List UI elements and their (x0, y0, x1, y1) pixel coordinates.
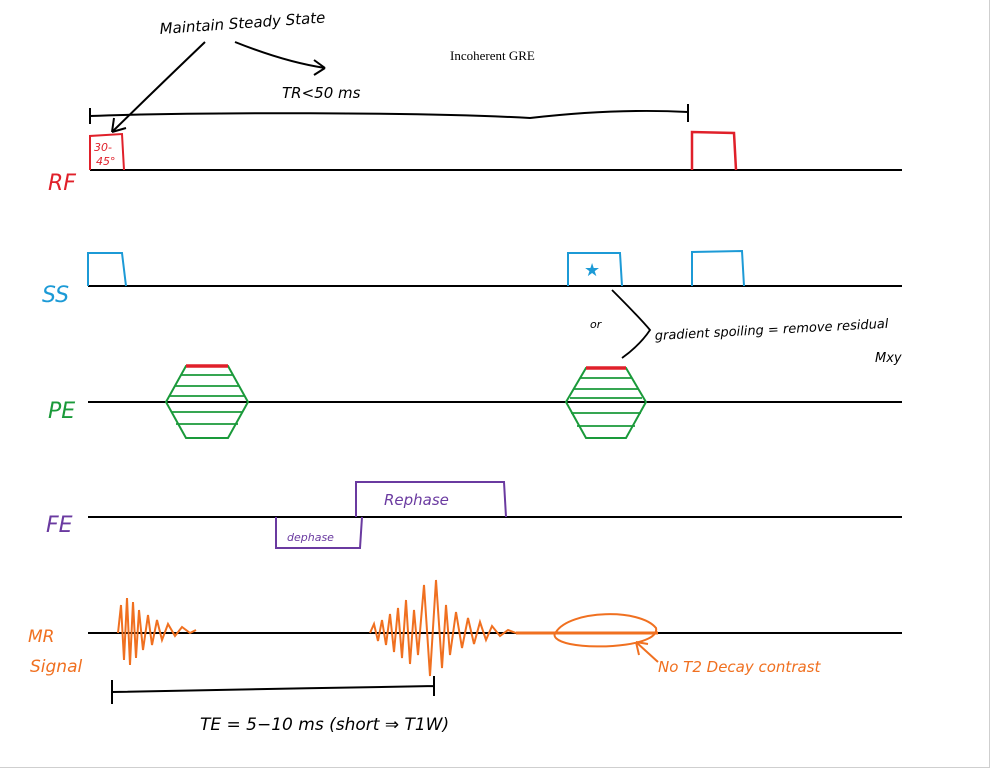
t2-decay-label: No T2 Decay contrast (658, 658, 821, 676)
rephase-label: Rephase (384, 491, 449, 509)
te-bracket (111, 676, 435, 704)
pe-row-label: PE (48, 399, 75, 424)
ss-row-label: SS (42, 283, 69, 308)
pe-rewinder-table (564, 366, 648, 439)
pe-table-1 (164, 364, 250, 439)
steady-state-label: Maintain Steady State (159, 8, 326, 38)
spoiler-star-icon: ★ (584, 260, 600, 281)
spoiling-label-2: Mxy (875, 351, 902, 366)
fe-dephase-lobe (275, 516, 363, 549)
flip-angle-label-1: 30- (94, 141, 112, 154)
fe-row-label: FE (46, 513, 73, 538)
flip-angle-label-2: 45° (96, 155, 116, 168)
tr-bracket (89, 104, 689, 124)
ss-gradient-2 (691, 249, 745, 287)
steady-state-arrow-rf (111, 41, 206, 133)
or-label: or (590, 318, 603, 331)
diagram-title: Incoherent GRE (450, 48, 535, 63)
spoiling-brace (611, 289, 652, 359)
t2-arrow (635, 641, 659, 663)
te-label: TE = 5−10 ms (short ⇒ T1W) (200, 715, 449, 735)
echo-signal (369, 579, 517, 677)
rf-pulse-2 (690, 130, 738, 171)
mr-row-label-2: Signal (30, 657, 82, 677)
t2-arrowhead (635, 641, 649, 656)
rf-pulse-1 (89, 132, 125, 171)
fid-signal (117, 597, 197, 666)
steady-state-arrowhead-rf (111, 117, 127, 133)
ss-gradient-1 (87, 252, 127, 287)
dephase-label: dephase (287, 531, 334, 544)
tr-label: TR<50 ms (282, 84, 361, 102)
rf-row-label: RF (48, 171, 76, 196)
spoiling-label-1: gradient spoiling = remove residual (654, 317, 889, 344)
steady-state-arrowhead-tr (313, 59, 326, 76)
fe-readout-lobe (355, 481, 507, 518)
mr-row-label-1: MR (28, 627, 54, 647)
residual-mxy-circle (553, 613, 658, 648)
steady-state-arrow-tr (234, 41, 326, 69)
ss-spoiler-gradient (567, 252, 623, 287)
